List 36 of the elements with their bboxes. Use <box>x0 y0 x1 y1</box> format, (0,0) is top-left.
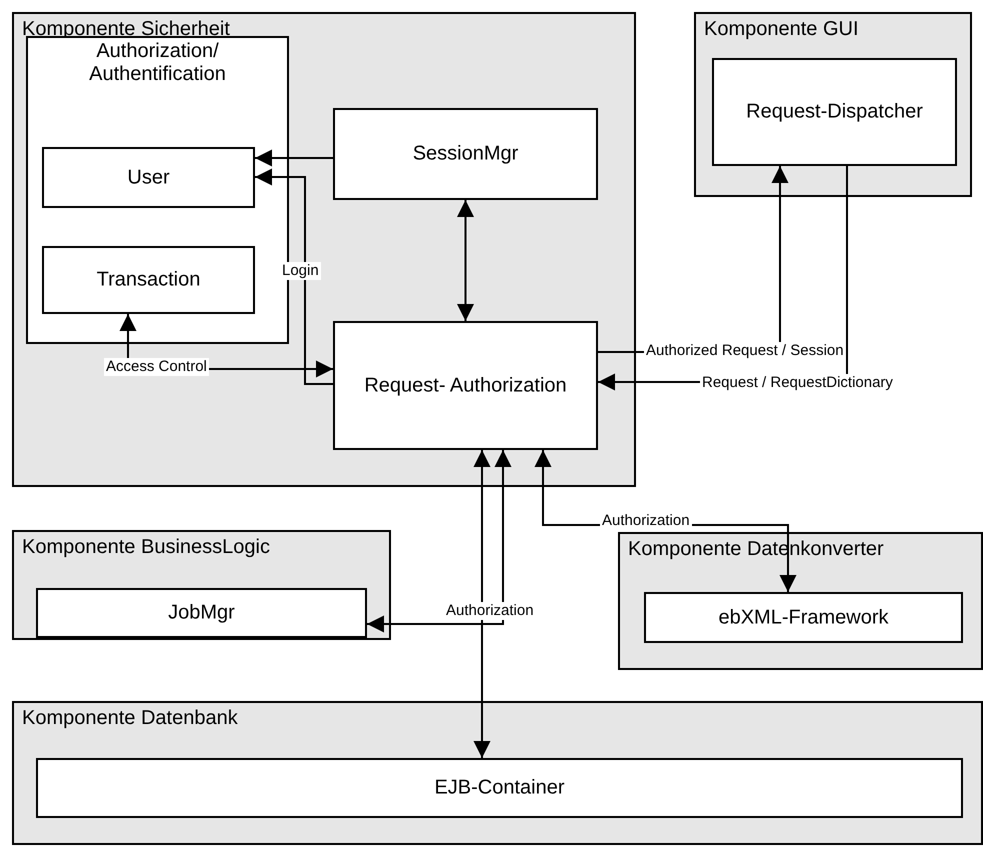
edge-label: Login <box>280 262 321 280</box>
component-title: Komponente GUI <box>704 18 859 41</box>
component-name: SessionMgr <box>412 142 520 166</box>
component-panel <box>694 12 972 197</box>
component-panel <box>12 701 983 845</box>
component-title: Komponente Sicherheit <box>22 18 230 41</box>
component-box <box>644 592 963 643</box>
component-box <box>42 246 255 314</box>
component-name: JobMgr <box>167 602 236 624</box>
component-name: Transaction <box>96 268 202 292</box>
arrow <box>457 200 474 321</box>
component-box <box>36 758 963 818</box>
component-title: Authorization/ Authentification <box>88 40 227 86</box>
component-name: ebXML-Framework <box>717 606 890 629</box>
arrow <box>367 450 512 632</box>
arrow <box>255 150 333 166</box>
component-name: User <box>126 166 171 189</box>
arrow <box>474 450 490 758</box>
edge-label: Access Control <box>104 358 209 376</box>
edge-label: Authorized Request / Session <box>644 342 846 360</box>
arrow <box>255 168 333 385</box>
component-box <box>42 147 255 208</box>
component-name: Request-Dispatcher <box>745 100 924 124</box>
component-panel <box>12 12 636 487</box>
component-title: Komponente BusinessLogic <box>22 536 270 559</box>
component-name: Request- Authorization <box>363 374 568 397</box>
component-box <box>333 108 598 200</box>
component-panel <box>618 532 983 670</box>
component-box <box>712 58 957 166</box>
edge-label: Authorization <box>444 602 536 620</box>
component-panel <box>12 530 391 640</box>
component-title: Komponente Datenbank <box>22 707 238 730</box>
component-box <box>36 588 367 638</box>
component-box <box>333 321 598 450</box>
edge-label: Request / RequestDictionary <box>700 374 895 392</box>
component-name: EJB-Container <box>433 776 566 800</box>
